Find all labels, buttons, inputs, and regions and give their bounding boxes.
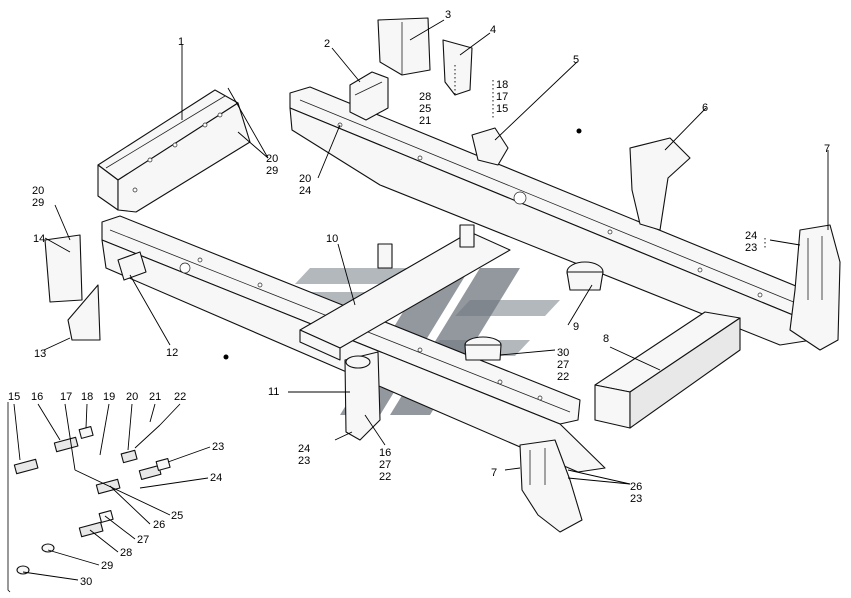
detail-label-16: 16	[31, 391, 43, 403]
label-7-right: 7	[824, 143, 830, 155]
detail-label-24: 24	[210, 472, 222, 484]
detail-label-18: 18	[81, 391, 93, 403]
label-18-17-15: 18 17 15	[496, 79, 511, 115]
detail-label-27: 27	[137, 534, 149, 546]
detail-label-30: 30	[80, 576, 92, 588]
callout-dot-upper	[576, 128, 582, 134]
part-4-bracket	[442, 39, 473, 96]
label-3: 3	[445, 9, 451, 21]
callout-dot-lower	[223, 354, 229, 360]
part-30-seat	[464, 336, 502, 361]
detail-label-29: 29	[101, 560, 113, 572]
part-5-bracket	[471, 127, 509, 166]
detail-label-28: 28	[120, 547, 132, 559]
label-24-23-right: 24 23	[745, 230, 760, 254]
part-8-cross-member	[594, 311, 741, 429]
part-7-spring-bracket-right	[789, 224, 841, 351]
leader-lines	[43, 19, 829, 485]
part-6-bracket	[629, 137, 691, 231]
detail-label-19: 19	[103, 391, 115, 403]
part-12-hook	[117, 251, 147, 281]
part-3-plate	[377, 17, 431, 76]
part-1-mounting-bracket	[97, 89, 251, 213]
label-14: 14	[33, 233, 45, 245]
detail-label-17: 17	[60, 391, 72, 403]
label-16-27-22: 16 27 22	[379, 447, 394, 483]
detail-label-25: 25	[171, 510, 183, 522]
label-28-25-21: 28 25 21	[419, 91, 434, 127]
part-7-spring-bracket-bottom	[519, 439, 583, 533]
detail-label-20: 20	[126, 391, 138, 403]
part-11-bracket	[344, 351, 381, 441]
part-13-plate	[67, 284, 101, 341]
detail-label-22: 22	[174, 391, 186, 403]
label-1: 1	[178, 36, 184, 48]
label-24-23-center: 24 23	[298, 443, 313, 467]
label-10: 10	[326, 233, 338, 245]
label-4: 4	[490, 24, 496, 36]
label-11: 11	[268, 386, 279, 398]
part-14-bracket	[44, 234, 83, 303]
detail-label-15: 15	[8, 391, 20, 403]
label-13: 13	[34, 348, 46, 360]
label-9: 9	[573, 321, 579, 333]
label-6: 6	[702, 102, 708, 114]
part-9-mount	[566, 261, 604, 291]
label-5: 5	[573, 54, 579, 66]
label-7-bottom: 7	[491, 467, 497, 479]
label-30-27-22: 30 27 22	[557, 347, 572, 383]
part-10-cross-beam	[299, 224, 511, 361]
label-12: 12	[166, 347, 178, 359]
part-2-bracket	[349, 71, 389, 121]
label-20-29-left: 20 29	[32, 185, 47, 209]
detail-label-21: 21	[149, 391, 161, 403]
detail-labels: 15 16 17 18 19 20 21 22 23 24 25 26 27 2…	[8, 391, 224, 588]
detail-label-26: 26	[153, 519, 165, 531]
label-20-29-top: 20 29	[266, 153, 281, 177]
label-20-24: 20 24	[299, 173, 314, 197]
label-8: 8	[603, 333, 609, 345]
label-26-23: 26 23	[630, 481, 645, 505]
hardware-detail-inset	[7, 402, 171, 593]
label-2: 2	[324, 38, 330, 50]
detail-label-23: 23	[212, 441, 224, 453]
